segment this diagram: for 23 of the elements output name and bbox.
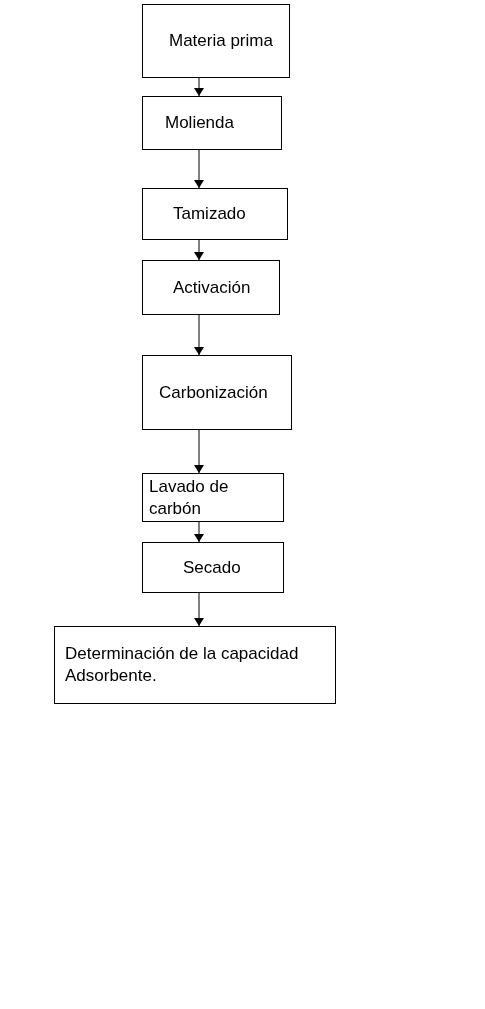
process-box	[142, 96, 282, 150]
step-label: Lavado de carbón	[149, 475, 230, 520]
step-label: Activación	[173, 276, 252, 299]
process-box	[142, 188, 288, 240]
arrow	[194, 77, 204, 97]
step-label: Determinación de la capacidad Adsorbente.	[65, 643, 300, 687]
process-box	[142, 355, 292, 430]
arrow	[194, 429, 204, 474]
step-label: Molienda	[165, 112, 235, 134]
step-label: Tamizado	[173, 203, 247, 225]
step-label: Secado	[183, 556, 242, 579]
arrow	[194, 521, 204, 543]
process-box	[142, 4, 290, 78]
step-label: Carbonización	[159, 381, 269, 404]
process-box	[142, 260, 280, 315]
process-box	[54, 626, 336, 704]
arrow	[194, 592, 204, 627]
arrow	[194, 314, 204, 356]
arrow	[194, 149, 204, 189]
process-box	[142, 473, 284, 522]
process-box	[142, 542, 284, 593]
arrow	[194, 239, 204, 261]
step-label: Materia prima	[169, 30, 274, 52]
